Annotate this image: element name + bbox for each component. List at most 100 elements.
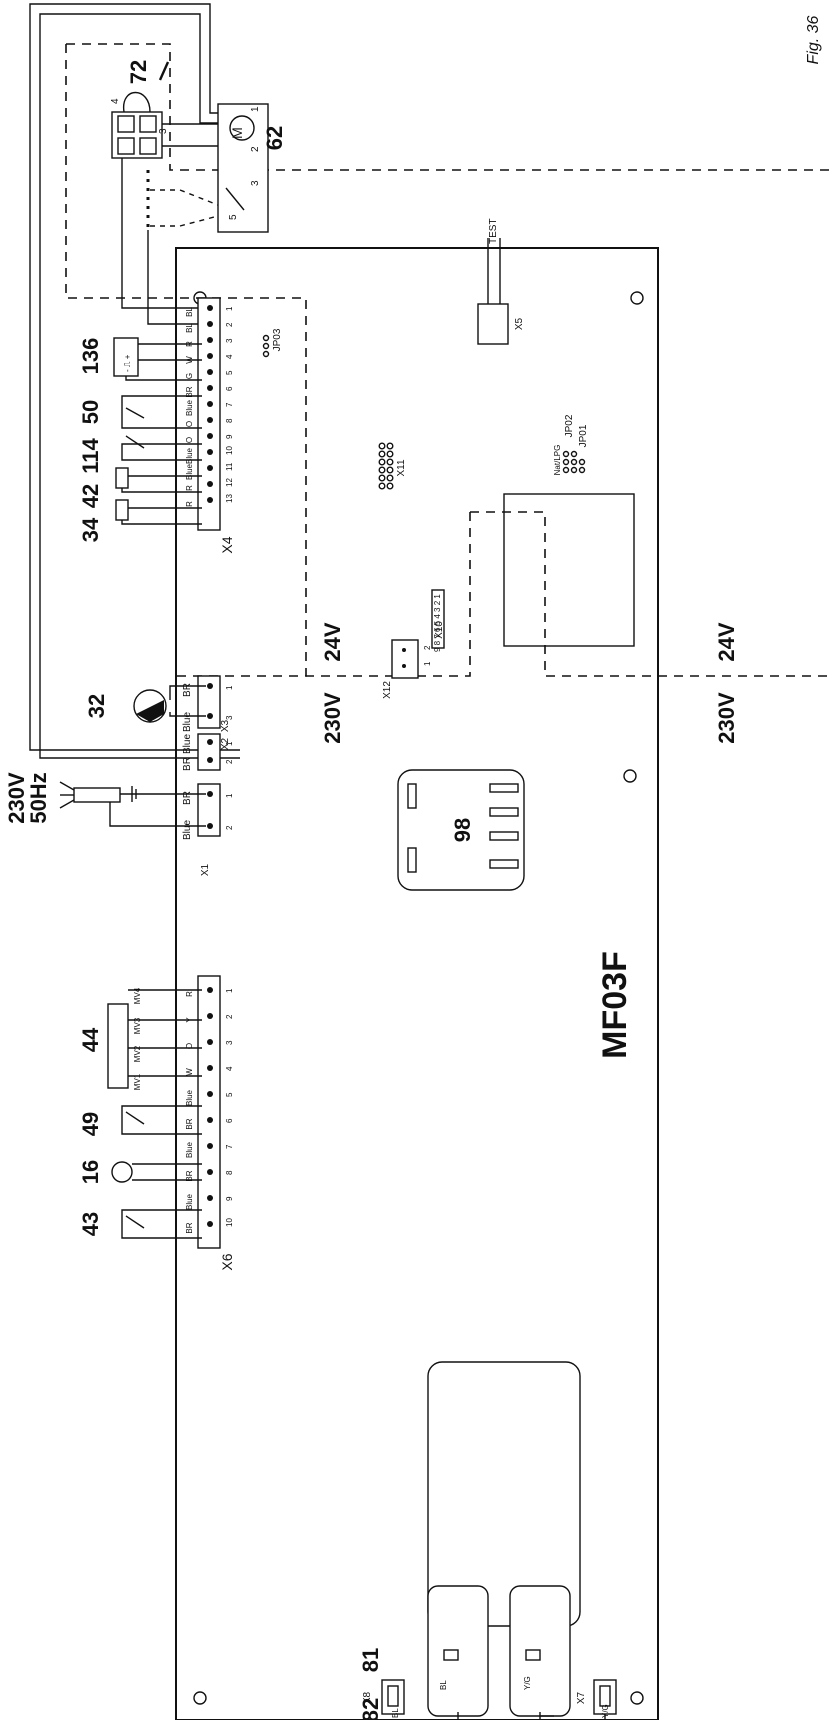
x4-pin-number: 9 — [225, 434, 234, 439]
x8-label: X8 — [362, 1691, 373, 1704]
x10-pins: 9 8 7 6 5 4 3 2 1 — [433, 594, 442, 652]
component-72: 72 — [126, 60, 151, 84]
jp02-sub-label: Nat/LPG — [553, 445, 562, 476]
ps-label-4: 4 — [110, 98, 121, 104]
x4-terminal — [207, 337, 213, 343]
x6-pin-number: 5 — [225, 1092, 234, 1097]
x4-wire-color: G — [185, 373, 194, 379]
motor-terminal-3: 3 — [250, 180, 261, 186]
component-82: 82 — [358, 1698, 383, 1720]
ignition-transformer — [427, 1361, 581, 1627]
x4-terminal — [207, 385, 213, 391]
jp01-label: JP01 — [578, 424, 589, 447]
x4-pin-number: 8 — [225, 418, 234, 423]
x7-wire: Y/G — [601, 1704, 610, 1718]
x11-pin — [378, 450, 386, 458]
valve-mv1: MV1 — [133, 1073, 142, 1090]
ps-diaphragm — [123, 91, 151, 113]
x6-terminal — [207, 987, 213, 993]
x7-label: X7 — [576, 1691, 587, 1704]
x4-terminal — [207, 321, 213, 327]
x4-wire-color: BL — [185, 307, 194, 317]
x2-wire-1: Blue — [182, 734, 193, 754]
x11-pin — [378, 466, 386, 474]
connector-x5 — [477, 303, 509, 345]
x4-terminal — [207, 305, 213, 311]
x4-terminal — [207, 465, 213, 471]
mains-cable — [73, 787, 121, 803]
x4-terminal — [207, 449, 213, 455]
ps-terminal-b — [139, 137, 157, 155]
valve-mv3: MV3 — [133, 1017, 142, 1034]
x4-label: X4 — [219, 536, 235, 553]
x11-pin — [386, 466, 394, 474]
jumper-jp03 — [262, 334, 270, 358]
component-114: 114 — [78, 437, 103, 473]
x4-pin-number: 5 — [225, 370, 234, 375]
x11-pin — [386, 450, 394, 458]
valve-mv2: MV2 — [133, 1045, 142, 1062]
motor-terminal-2: 2 — [250, 146, 261, 152]
x6-terminal — [207, 1013, 213, 1019]
switch-114-contact — [125, 435, 145, 449]
x4-pin-number: 10 — [225, 446, 234, 455]
x4-wire-color: O — [185, 437, 194, 443]
component-43: 43 — [78, 1212, 103, 1236]
x6-wire-color: BR — [185, 1170, 194, 1181]
low-voltage-label-right: 24V — [714, 622, 739, 661]
x4-pin-number: 7 — [225, 402, 234, 407]
x6-terminal — [207, 1039, 213, 1045]
switch-50-contact — [125, 407, 145, 419]
x2-wire-2: BR — [182, 757, 193, 771]
x2-pin-2: 2 — [225, 759, 234, 764]
x11-pin — [378, 458, 386, 466]
x6-terminal — [207, 1091, 213, 1097]
switch-43-contact — [125, 1215, 145, 1229]
x4-pin-number: 4 — [225, 354, 234, 359]
x6-terminal — [207, 1169, 213, 1175]
connector-x2 — [197, 733, 221, 771]
component-42: 42 — [78, 484, 103, 508]
x1-label: X1 — [200, 863, 211, 876]
switch-72-contact — [158, 61, 170, 81]
motor-terminal-5: 5 — [228, 214, 239, 220]
component-81: 81 — [358, 1648, 383, 1672]
x6-terminal — [207, 1117, 213, 1123]
x4-terminal — [207, 353, 213, 359]
x3-pin-1: 1 — [225, 685, 234, 690]
x6-pin-number: 4 — [225, 1066, 234, 1071]
switch-49-contact — [125, 1111, 145, 1125]
connector-x11 — [378, 442, 394, 490]
x4-pin-number: 2 — [225, 322, 234, 327]
x6-pin-number: 8 — [225, 1170, 234, 1175]
x4-terminal — [207, 401, 213, 407]
x12-label: X12 — [382, 681, 393, 699]
ps-terminal-a — [117, 137, 135, 155]
x6-terminal — [207, 1195, 213, 1201]
x4-pins: 1BL2BL3R4W5G6BR7Blue8O9O10Blue11Blue12R1… — [185, 305, 234, 507]
mains-voltage: 230V — [4, 772, 29, 824]
x4-terminal — [207, 497, 213, 503]
probe-136-symbol: - ⎍ + — [123, 354, 132, 372]
main-board — [175, 247, 659, 1720]
component-44: 44 — [78, 1027, 103, 1052]
x4-terminal — [207, 481, 213, 487]
component-98: 98 — [450, 818, 475, 842]
x11-pin — [386, 458, 394, 466]
jp02-label: JP02 — [564, 414, 575, 437]
x6-wire-color: BR — [185, 1118, 194, 1129]
x6-wire-color: W — [185, 1068, 194, 1076]
x12-pin-2: 2 — [423, 645, 432, 650]
x6-wire-color: Blue — [185, 1141, 194, 1158]
x6-pin-number: 1 — [225, 988, 234, 993]
x3-pin-3: 3 — [225, 715, 234, 720]
connector-x6 — [197, 975, 221, 1249]
connector-x4 — [197, 297, 221, 531]
fan-motor-box — [217, 103, 269, 233]
jp03-label: JP03 — [272, 328, 283, 351]
wire-x4-pin1 — [121, 158, 202, 309]
gas-valve-44 — [107, 1003, 129, 1089]
x4-pin-number: 6 — [225, 386, 234, 391]
x4-pin-number: 13 — [225, 494, 234, 503]
